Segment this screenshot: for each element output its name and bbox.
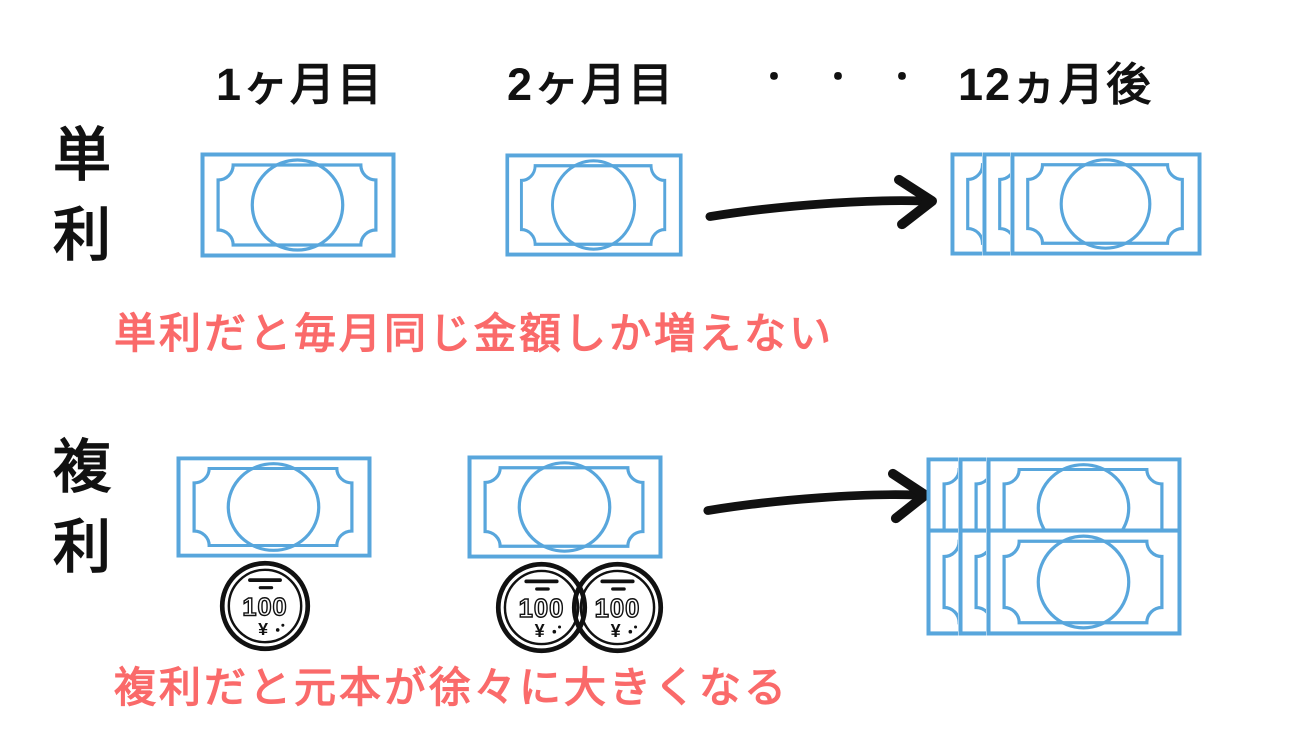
banknote-edge-icon: [982, 152, 1010, 256]
banknote-icon: [176, 456, 372, 558]
banknote-edge-icon: [950, 152, 982, 256]
banknote-edge-icon: [926, 528, 958, 636]
simple-interest-caption: 単利だと毎月同じ金額しか増えない: [114, 310, 835, 357]
coin-100-yen-icon: [218, 559, 312, 653]
column-header-month-12: 12ヵ月後: [958, 59, 1154, 110]
banknote-icon: [200, 152, 396, 258]
coin-100-yen-icon: [570, 560, 665, 655]
banknote-icon: [1010, 152, 1202, 256]
banknote-edge-icon: [958, 528, 986, 636]
column-header-month-2: 2ヶ月目: [507, 59, 676, 110]
arrow-right-icon: [700, 466, 935, 528]
row-label-compound-interest: 複利: [44, 436, 109, 596]
banknote-icon: [505, 153, 683, 257]
arrow-right-icon: [702, 172, 942, 234]
compound-interest-caption: 複利だと元本が徐々に大きくなる: [114, 664, 790, 711]
column-header-month-1: 1ヶ月目: [216, 59, 385, 110]
row-label-simple-interest: 単利: [44, 124, 109, 284]
ellipsis-dots: ・・・: [758, 59, 951, 95]
banknote-icon: [467, 455, 663, 559]
banknote-icon: [986, 528, 1182, 636]
